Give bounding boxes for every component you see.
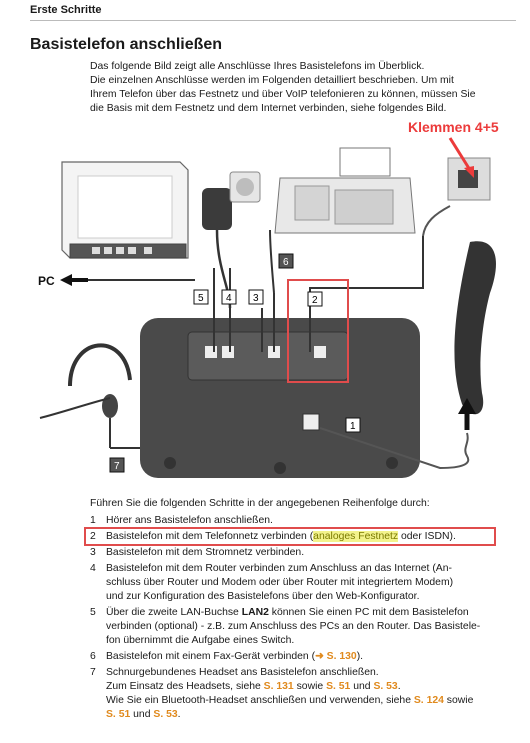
- step-text: schluss über Router und Modem oder über …: [106, 577, 454, 588]
- callout-number: 2: [312, 295, 318, 306]
- klemmen-annotation: Klemmen 4+5: [408, 119, 499, 135]
- step-number: 2: [90, 531, 96, 542]
- pc-arrow-icon: [60, 274, 88, 286]
- page-reference-link[interactable]: S. 51: [106, 709, 131, 720]
- page-reference-link[interactable]: S. 53: [153, 709, 178, 720]
- step-number: 6: [90, 651, 96, 662]
- step-text: können Sie einen PC mit dem Basistelefon: [268, 607, 469, 618]
- step-text: .: [177, 709, 181, 720]
- headset-illustration: [39, 343, 140, 449]
- callout-number: 7: [114, 461, 120, 472]
- list-item: 6 Basistelefon mit einem Fax-Gerät verbi…: [90, 650, 510, 664]
- step-text: Basistelefon mit einem Fax-Gerät verbind…: [106, 651, 316, 662]
- step-number: 3: [90, 547, 96, 558]
- step-number: 4: [90, 563, 96, 574]
- callout-number: 4: [226, 293, 232, 304]
- step-text: verbinden (optional) - z.B. zum Anschlus…: [106, 621, 481, 632]
- callout-badge: [109, 457, 125, 473]
- callout-number: 5: [198, 293, 204, 304]
- step-text: Schnurgebundenes Headset ans Basistelefo…: [106, 667, 379, 678]
- callout-badge: [193, 289, 209, 305]
- step-number: 7: [90, 667, 96, 678]
- intro-line: Das folgende Bild zeigt alle Anschlüsse …: [90, 61, 425, 72]
- step-text: Zum Einsatz des Headsets, siehe: [106, 681, 264, 692]
- step-text: Basistelefon mit dem Stromnetz verbinden…: [106, 547, 305, 558]
- callout-number: 1: [350, 421, 356, 432]
- base-station-illustration: [140, 318, 420, 478]
- wall-socket-illustration: [422, 157, 491, 237]
- step-text: und zur Konfiguration des Basistelefons …: [106, 591, 420, 602]
- callout-badge: [307, 291, 323, 307]
- section-header: Erste Schritte: [30, 4, 102, 16]
- header-divider: [30, 20, 516, 21]
- steps-list: 1 Hörer ans Basistelefon anschließen. 2 …: [90, 514, 510, 724]
- page-title: Basistelefon anschließen: [30, 36, 223, 53]
- step-text: .: [397, 681, 401, 692]
- page-reference-link[interactable]: S. 51: [326, 681, 351, 692]
- step-text: sowie: [443, 695, 474, 706]
- pc-label: PC: [38, 274, 55, 288]
- step-text: Hörer ans Basistelefon anschließen.: [106, 515, 273, 526]
- step-number: 1: [90, 515, 96, 526]
- intro-line: Ihrem Telefon über das Festnetz und über…: [90, 89, 476, 100]
- list-item: 4 Basistelefon mit dem Router verbinden …: [90, 562, 510, 604]
- page-reference-link[interactable]: ➜ S. 130: [315, 651, 357, 662]
- callout-badge: [278, 253, 294, 269]
- step-number: 5: [90, 607, 96, 618]
- page-reference-link[interactable]: S. 131: [263, 681, 294, 692]
- annotation-arrow-icon: [448, 137, 472, 171]
- callout-number: 3: [253, 293, 259, 304]
- step-highlight-box: [84, 527, 496, 546]
- step-text: Wie Sie ein Bluetooth-Headset anschließe…: [106, 695, 414, 706]
- list-item: 1 Hörer ans Basistelefon anschließen.: [90, 514, 510, 528]
- step-text: ).: [356, 651, 364, 662]
- page-reference-link[interactable]: S. 53: [373, 681, 398, 692]
- steps-intro: Führen Sie die folgenden Schritte in der…: [90, 498, 430, 509]
- step-text: oder ISDN).: [398, 531, 456, 542]
- step-text: und: [350, 681, 374, 692]
- step-text: sowie: [293, 681, 327, 692]
- callout-number: 6: [283, 257, 289, 268]
- callout-badge: [221, 289, 237, 305]
- callout-badge: [248, 289, 264, 305]
- list-item: 2 Basistelefon mit dem Telefonnetz verbi…: [90, 530, 510, 544]
- step-text: Basistelefon mit dem Telefonnetz verbind…: [106, 531, 314, 542]
- list-item: 5 Über die zweite LAN-Buchse LAN2 können…: [90, 606, 510, 648]
- router-illustration: [61, 161, 189, 259]
- connection-diagram: PC Klemmen 4+5: [38, 119, 499, 478]
- intro-paragraph: Das folgende Bild zeigt alle Anschlüsse …: [90, 60, 510, 116]
- page-reference-link[interactable]: S. 124: [413, 695, 444, 706]
- fax-illustration: [269, 147, 416, 294]
- step-text: Über die zweite LAN-Buchse: [106, 607, 242, 618]
- intro-line: die Basis mit dem Festnetz und dem Inter…: [90, 103, 447, 114]
- highlighted-term: analoges Festnetz: [313, 531, 399, 542]
- step-text: fon übernimmt die Aufgabe eines Switch.: [106, 635, 295, 646]
- step-text: und: [130, 709, 154, 720]
- list-item: 3 Basistelefon mit dem Stromnetz verbind…: [90, 546, 510, 560]
- handset-illustration: [319, 241, 496, 470]
- list-item: 7 Schnurgebundenes Headset ans Basistele…: [90, 666, 510, 722]
- intro-line: Die einzelnen Anschlüsse werden im Folge…: [90, 75, 454, 86]
- lan2-label: LAN2: [241, 607, 269, 618]
- figure-highlight-box: [287, 279, 349, 383]
- step-text: Basistelefon mit dem Router verbinden zu…: [106, 563, 452, 574]
- callout-badge: [345, 417, 361, 433]
